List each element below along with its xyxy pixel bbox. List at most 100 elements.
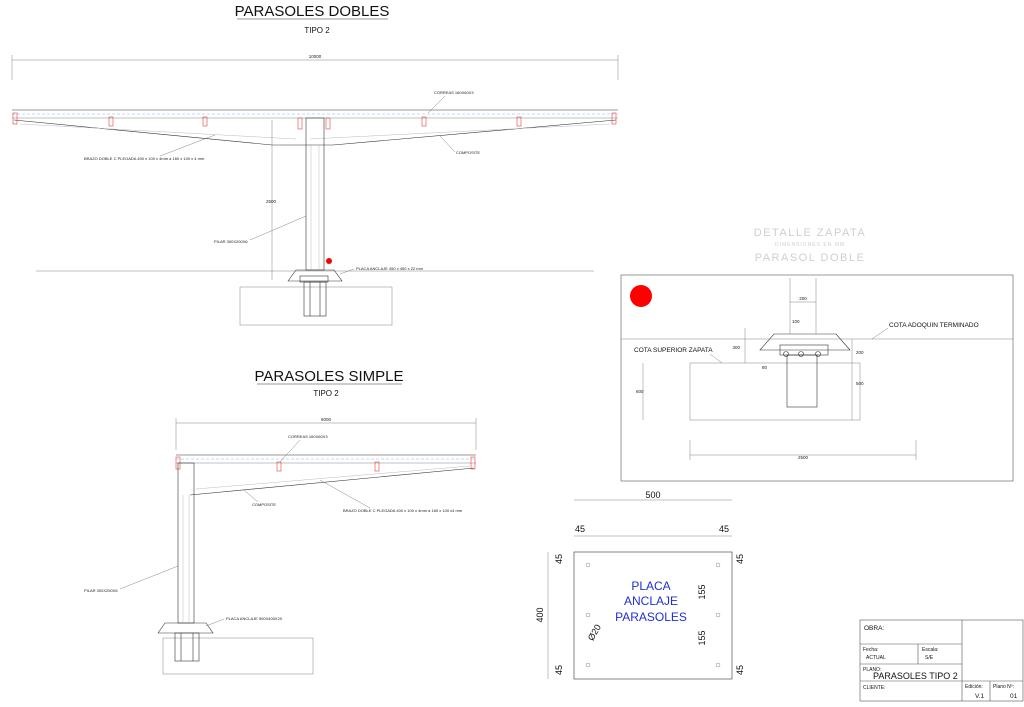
- tb-planono-label: Plano Nº:: [993, 684, 1014, 690]
- detail-nut: [815, 351, 821, 357]
- plate-bl-45: 45: [554, 665, 564, 675]
- bolt-hole: [715, 612, 721, 618]
- plate-mid-155-top: 155: [697, 584, 707, 599]
- double-correas-label: CORREAS 160X60X3: [434, 90, 474, 95]
- detail-footing: [689, 362, 861, 421]
- plate-label-line2: ANCLAJE: [624, 594, 678, 608]
- detail-red-marker: [630, 285, 652, 307]
- tb-planono-value: 01: [1010, 693, 1018, 700]
- tb-fecha-value: ACTUAL: [866, 655, 886, 661]
- tb-escala-label: Escala:: [922, 647, 938, 653]
- double-span-dim: 10000: [309, 54, 322, 59]
- double-placa-leader: [339, 268, 355, 275]
- double-arm-right: [303, 119, 617, 146]
- simple-placa-label: PLACA ANCLAJE 500X400X20: [226, 616, 283, 621]
- plate-tl-45: 45: [554, 554, 564, 564]
- simple-placa-leader: [205, 618, 225, 627]
- double-arm-inner-left: [19, 123, 297, 140]
- purlin: [202, 116, 208, 127]
- double-footing: [239, 286, 393, 326]
- double-subtitle: TIPO 2: [304, 26, 330, 35]
- plate-height-dim: 400: [535, 607, 545, 622]
- double-arm-left: [13, 119, 303, 146]
- plate-label-line1: PLACA: [631, 579, 670, 593]
- double-pilar-leader: [249, 215, 307, 241]
- detail-subtitle: DIMENSIONES EN MM: [775, 242, 845, 248]
- detail-dim-200-top: 200: [799, 296, 807, 301]
- purlin: [374, 461, 380, 472]
- simple-correas-label: CORREAS 160X60X3: [288, 434, 328, 439]
- detail-cota-zapata: COTA SUPERIOR ZAPATA: [634, 347, 713, 354]
- simple-anchor-cage: [174, 632, 200, 662]
- tb-obra-label: OBRA:: [864, 625, 884, 632]
- bolt-hole: [585, 562, 591, 568]
- double-brazo-leader: [159, 134, 216, 157]
- double-brazo-label: BRAZO DOBLE C PLEGADA 400 x 100 x 4mm a …: [84, 156, 205, 161]
- simple-base-plate: [157, 622, 214, 634]
- tb-edicion-label: Edición:: [965, 684, 983, 690]
- simple-footing: [162, 637, 314, 675]
- simple-composite-leader: [243, 489, 259, 503]
- plate-tr-45: 45: [735, 554, 745, 564]
- detail-title: DETALLE ZAPATA: [754, 227, 867, 239]
- purlin: [421, 116, 427, 127]
- simple-pillar: [177, 462, 195, 624]
- double-placa-label: PLACA ANCLAJE 450 x 450 x 22 mm: [356, 266, 424, 271]
- detail-parasol-title: PARASOL DOBLE: [755, 252, 866, 264]
- tb-fecha-label: Fecha:: [863, 647, 878, 653]
- simple-span-dim: 6000: [321, 417, 332, 422]
- plate-left-45: 45: [575, 524, 585, 534]
- tb-escala-value: S/E: [925, 655, 934, 661]
- bolt-hole: [715, 562, 721, 568]
- plate-mid-155-bottom: 155: [697, 630, 707, 645]
- anchor-plate: [573, 551, 733, 680]
- footing-detail: DETALLE ZAPATA DIMENSIONES EN MM PARASOL…: [620, 227, 1014, 482]
- plate-right-45: 45: [719, 524, 729, 534]
- double-parasol-elevation: PARASOLES DOBLES TIPO 2 10000: [11, 3, 619, 326]
- bolt-hole: [585, 662, 591, 668]
- double-composite-leader: [439, 135, 456, 153]
- detail-cota-adoquin-leader: [871, 327, 889, 340]
- simple-arm-inner: [195, 465, 471, 490]
- purlin: [611, 112, 617, 125]
- purlin: [516, 116, 522, 127]
- double-correas-leader: [427, 95, 446, 114]
- detail-dim-600: 600: [636, 389, 644, 394]
- tb-plano-value: PARASOLES TIPO 2: [873, 671, 958, 681]
- detail-nut: [783, 351, 789, 357]
- tb-cliente-label: CLIENTE:: [863, 685, 886, 691]
- purlin: [325, 117, 331, 130]
- double-arm-inner-right: [309, 123, 611, 140]
- title-block-frame: [859, 619, 1024, 702]
- simple-parasol-elevation: PARASOLES SIMPLE TIPO 2 6000 CORREAS 160…: [84, 368, 477, 675]
- simple-brazo-label: BRAZO DOBLE C PLEGADA 400 x 100 x 4mm a …: [343, 508, 463, 513]
- simple-pilar-leader: [119, 565, 179, 590]
- double-purlins: [12, 112, 617, 130]
- title-block: OBRA: Fecha: ACTUAL Escala: S/E PLANO: P…: [859, 619, 1024, 702]
- plate-label-line3: PARASOLES: [615, 610, 687, 624]
- purlin: [470, 456, 476, 470]
- purlin: [12, 112, 18, 125]
- tb-plano-label: PLANO:: [863, 667, 881, 673]
- detail-anchor-cage: [786, 354, 818, 408]
- detail-base-plate: [759, 333, 851, 351]
- detail-cota-zapata-leader: [709, 353, 723, 364]
- detail-nut: [798, 351, 804, 357]
- purlin: [297, 117, 303, 130]
- double-pilar-label: PILAR 300X200X6: [214, 239, 248, 244]
- detail-frame: [620, 274, 1014, 482]
- bolt-hole: [585, 612, 591, 618]
- detail-dim-300: 300: [732, 345, 740, 350]
- simple-subtitle: TIPO 2: [313, 389, 339, 398]
- bolt-hole: [715, 662, 721, 668]
- double-title: PARASOLES DOBLES: [235, 3, 390, 20]
- double-base-plate: [287, 269, 343, 282]
- simple-brazo-leader: [319, 479, 371, 509]
- plate-hole-dim: Ø20: [586, 623, 603, 643]
- double-pillar: [305, 117, 325, 271]
- plate-holes: [585, 562, 721, 668]
- detail-dim-200-right: 200: [856, 350, 864, 355]
- purlin: [108, 116, 114, 127]
- double-anchor-cage: [303, 281, 327, 317]
